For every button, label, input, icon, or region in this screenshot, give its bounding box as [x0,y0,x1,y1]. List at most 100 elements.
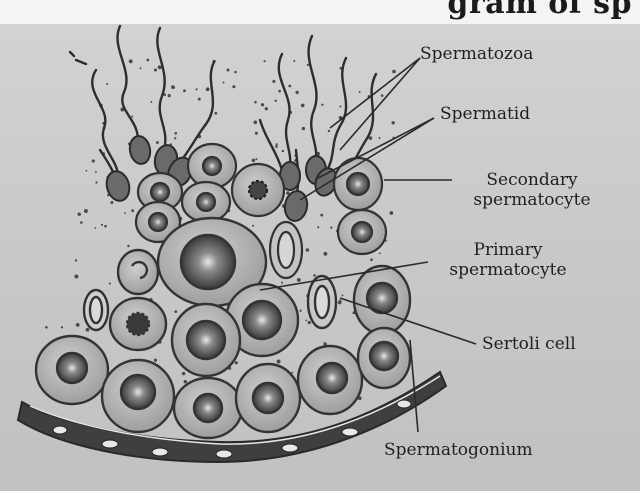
spermatid-nucleus [249,181,267,199]
stipple-dot [295,91,298,94]
stipple-dot [305,320,307,322]
secondary-spermatocyte-nucleus [352,222,372,242]
stipple-dot [223,82,225,84]
stipple-dot [127,245,129,247]
sperm-tail [326,58,346,172]
stipple-dot [330,227,332,229]
stipple-dot [95,181,97,183]
stipple-dot [342,294,344,296]
stipple-dot [265,107,268,110]
stipple-dot [255,158,257,160]
label-secondary-line2: spermatocyte [452,190,612,210]
stipple-dot [317,226,319,228]
stipple-dot [124,212,126,214]
sperm-tail [279,54,290,166]
spermatogonium-nucleus [253,383,283,413]
label-primary-line1: Primary [428,240,588,260]
stipple-dot [234,71,237,74]
stipple-dot [339,106,341,108]
stipple-dot [173,87,175,89]
primary-spermatocyte-nucleus [243,301,281,339]
myoid-nucleus [282,444,298,452]
stipple-dot [320,214,323,217]
stipple-dot [182,372,185,375]
stipple-dot [86,328,90,332]
sperm-head [283,189,310,222]
sperm-tail [157,28,165,150]
stipple-dot [264,60,266,62]
spermatid-nucleus [203,157,221,175]
stipple-dot [282,150,284,152]
stipple-dot [276,143,278,145]
stipple-dot [110,201,113,204]
stipple-dot [214,112,217,115]
stipple-dot [324,252,328,256]
spermatid-nucleus [149,213,167,231]
secondary-spermatocyte-nucleus [347,173,369,195]
label-secondary-line1: Secondary [452,170,612,190]
stipple-dot [84,209,88,213]
label-primary-line2: spermatocyte [428,260,588,280]
stipple-dot [184,380,188,384]
sperm-tail [260,120,282,170]
stipple-dot [301,104,305,108]
stipple-dot [154,359,157,362]
stipple-dot [147,59,150,62]
stipple-dot [95,171,97,173]
sperm-head [128,134,153,165]
spermatid-inner [278,232,294,268]
stipple-dot [94,227,96,229]
sperm-tail [118,26,138,140]
stipple-dot [168,94,171,97]
stipple-dot [278,90,281,93]
stipple-dot [253,120,257,124]
stipple-dot [272,80,275,83]
stipple-dot [86,170,88,172]
myoid-nucleus [152,448,168,456]
stipple-dot [104,225,107,228]
label-spermatozoa: Spermatozoa [420,44,533,64]
primary-spermatocyte-nucleus [181,235,235,289]
stipple-dot [76,323,80,327]
stipple-dot [288,85,291,88]
stipple-dot [254,101,257,104]
stipple-dot [291,372,293,374]
stipple-dot [307,64,309,66]
stipple-dot [379,252,381,254]
spermatogonium-nucleus [57,353,87,383]
stipple-dot [261,103,264,106]
stipple-dot [252,159,256,163]
label-secondary-spermatocyte: Secondary spermatocyte [452,170,612,210]
spermatogonium-nucleus [317,363,347,393]
stipple-dot [302,127,305,130]
stipple-dot [74,275,78,279]
label-spermatid: Spermatid [440,104,530,124]
stipple-dot [275,145,278,148]
spermatogonium-nucleus [370,342,398,370]
stipple-dot [252,225,254,227]
stipple-dot [275,100,277,102]
stipple-dot [150,101,152,103]
stipple-dot [175,132,178,135]
stipple-dot [140,67,142,69]
myoid-nucleus [102,440,118,448]
spermatid-nucleus [151,183,169,201]
stipple-dot [232,85,235,88]
stipple-dot [297,278,301,282]
label-primary-spermatocyte: Primary spermatocyte [428,240,588,280]
stipple-dot [61,326,63,328]
stipple-dot [106,83,108,85]
stipple-dot [277,360,281,364]
stipple-dot [206,87,210,91]
stipple-dot [255,132,258,135]
stipple-dot [281,282,283,284]
spermatid-cell [118,250,158,294]
myoid-nucleus [397,400,411,408]
stipple-dot [156,141,159,144]
stipple-dot [45,326,48,329]
stipple-dot [306,248,310,252]
stipple-dot [154,68,157,71]
stipple-dot [174,310,177,313]
stipple-dot [235,361,238,364]
